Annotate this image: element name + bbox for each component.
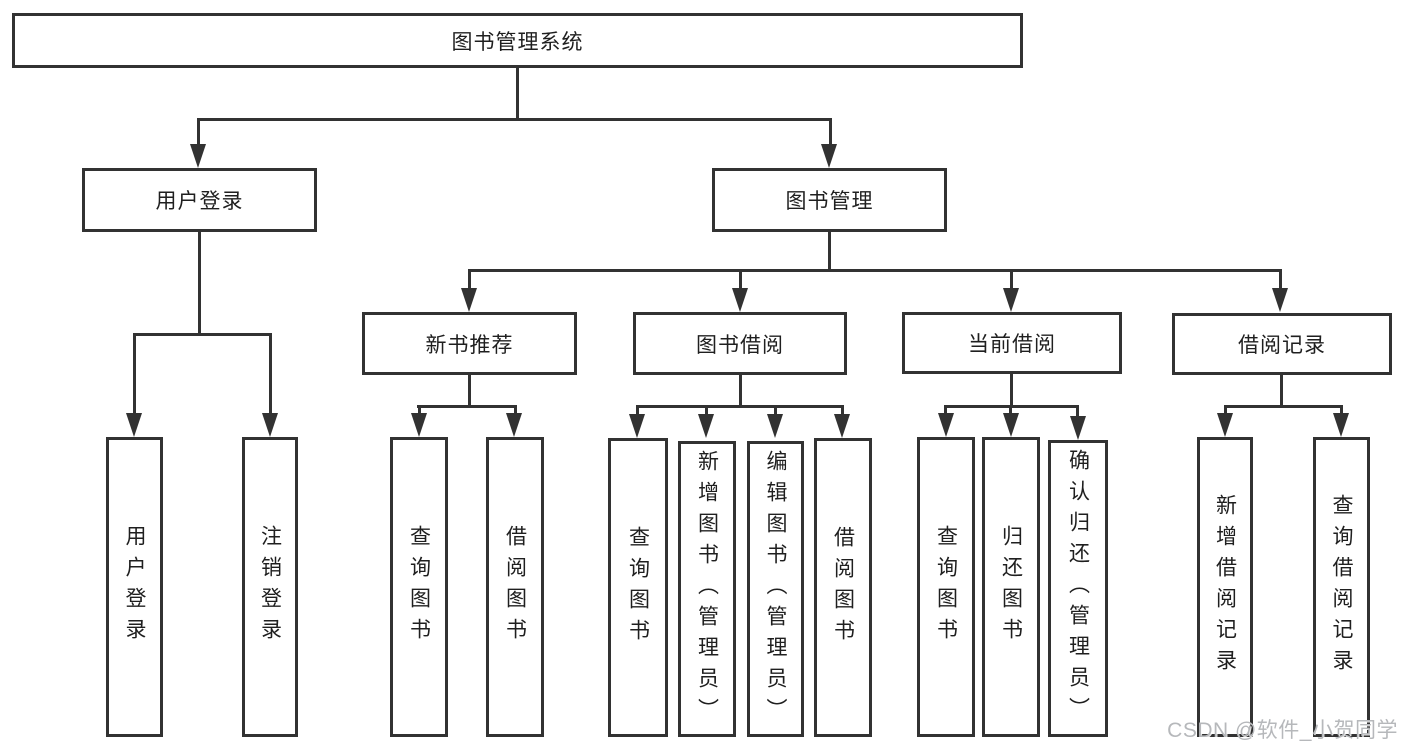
connector-line [417,405,517,408]
arrow-down-icon [461,288,477,312]
arrow-down-icon [506,413,522,437]
connector-line [197,118,200,148]
leaf-query-books-current: 查询图书 [917,437,975,737]
connector-line [197,118,832,121]
connector-line [516,68,519,120]
arrow-down-icon [834,414,850,438]
connector-line [1224,405,1227,415]
arrow-down-icon [767,414,783,438]
connector-line [944,405,947,415]
connector-line [1009,405,1012,415]
connector-line [198,232,201,335]
arrow-down-icon [126,413,142,437]
arrow-down-icon [1003,288,1019,312]
connector-line [705,405,708,415]
leaf-borrow-books-borrowing: 借阅图书 [814,438,872,737]
arrow-down-icon [821,144,837,168]
connector-line [514,405,517,415]
leaf-add-book-admin: 新增图书（管理员） [678,441,736,737]
leaf-query-books-recommend: 查询图书 [390,437,448,737]
connector-line [1076,405,1079,418]
node-book-management: 图书管理 [712,168,947,232]
leaf-edit-book-admin: 编辑图书（管理员） [747,441,804,737]
connector-line [468,269,1282,272]
arrow-down-icon [190,144,206,168]
connector-line [636,405,844,408]
connector-line [828,232,831,271]
leaf-return-books: 归还图书 [982,437,1040,737]
leaf-borrow-books-recommend: 借阅图书 [486,437,544,737]
connector-line [1010,374,1013,407]
connector-line [468,269,471,290]
leaf-query-borrow-record: 查询借阅记录 [1313,437,1370,737]
connector-line [774,405,777,415]
arrow-down-icon [1272,288,1288,312]
leaf-logout: 注销登录 [242,437,298,737]
arrow-down-icon [262,413,278,437]
node-user-login: 用户登录 [82,168,317,232]
leaf-query-books-borrowing: 查询图书 [608,438,668,737]
connector-line [1224,405,1343,408]
node-book-borrowing: 图书借阅 [633,312,847,375]
node-new-book-recommendation: 新书推荐 [362,312,577,375]
arrow-down-icon [629,414,645,438]
connector-line [841,405,844,415]
arrow-down-icon [1003,413,1019,437]
connector-line [829,118,832,148]
arrow-down-icon [1070,416,1086,440]
connector-line [1279,269,1282,290]
connector-line [418,405,421,415]
leaf-confirm-return-admin: 确认归还（管理员） [1048,440,1108,737]
arrow-down-icon [1333,413,1349,437]
leaf-user-login: 用户登录 [106,437,163,737]
connector-line [739,375,742,407]
connector-line [133,333,136,415]
arrow-down-icon [698,414,714,438]
connector-line [636,405,639,415]
leaf-add-borrow-record: 新增借阅记录 [1197,437,1253,737]
connector-line [133,333,272,336]
arrow-down-icon [411,413,427,437]
arrow-down-icon [732,288,748,312]
node-current-borrowing: 当前借阅 [902,312,1122,374]
arrow-down-icon [1217,413,1233,437]
connector-line [1280,375,1283,407]
connector-line [1010,269,1013,290]
watermark: CSDN @软件_小贺同学 [1167,719,1398,742]
connector-line [739,269,742,290]
arrow-down-icon [938,413,954,437]
connector-line [1340,405,1343,415]
connector-line [468,375,471,407]
node-borrowing-records: 借阅记录 [1172,313,1392,375]
connector-line [269,333,272,415]
node-library-management-system: 图书管理系统 [12,13,1023,68]
